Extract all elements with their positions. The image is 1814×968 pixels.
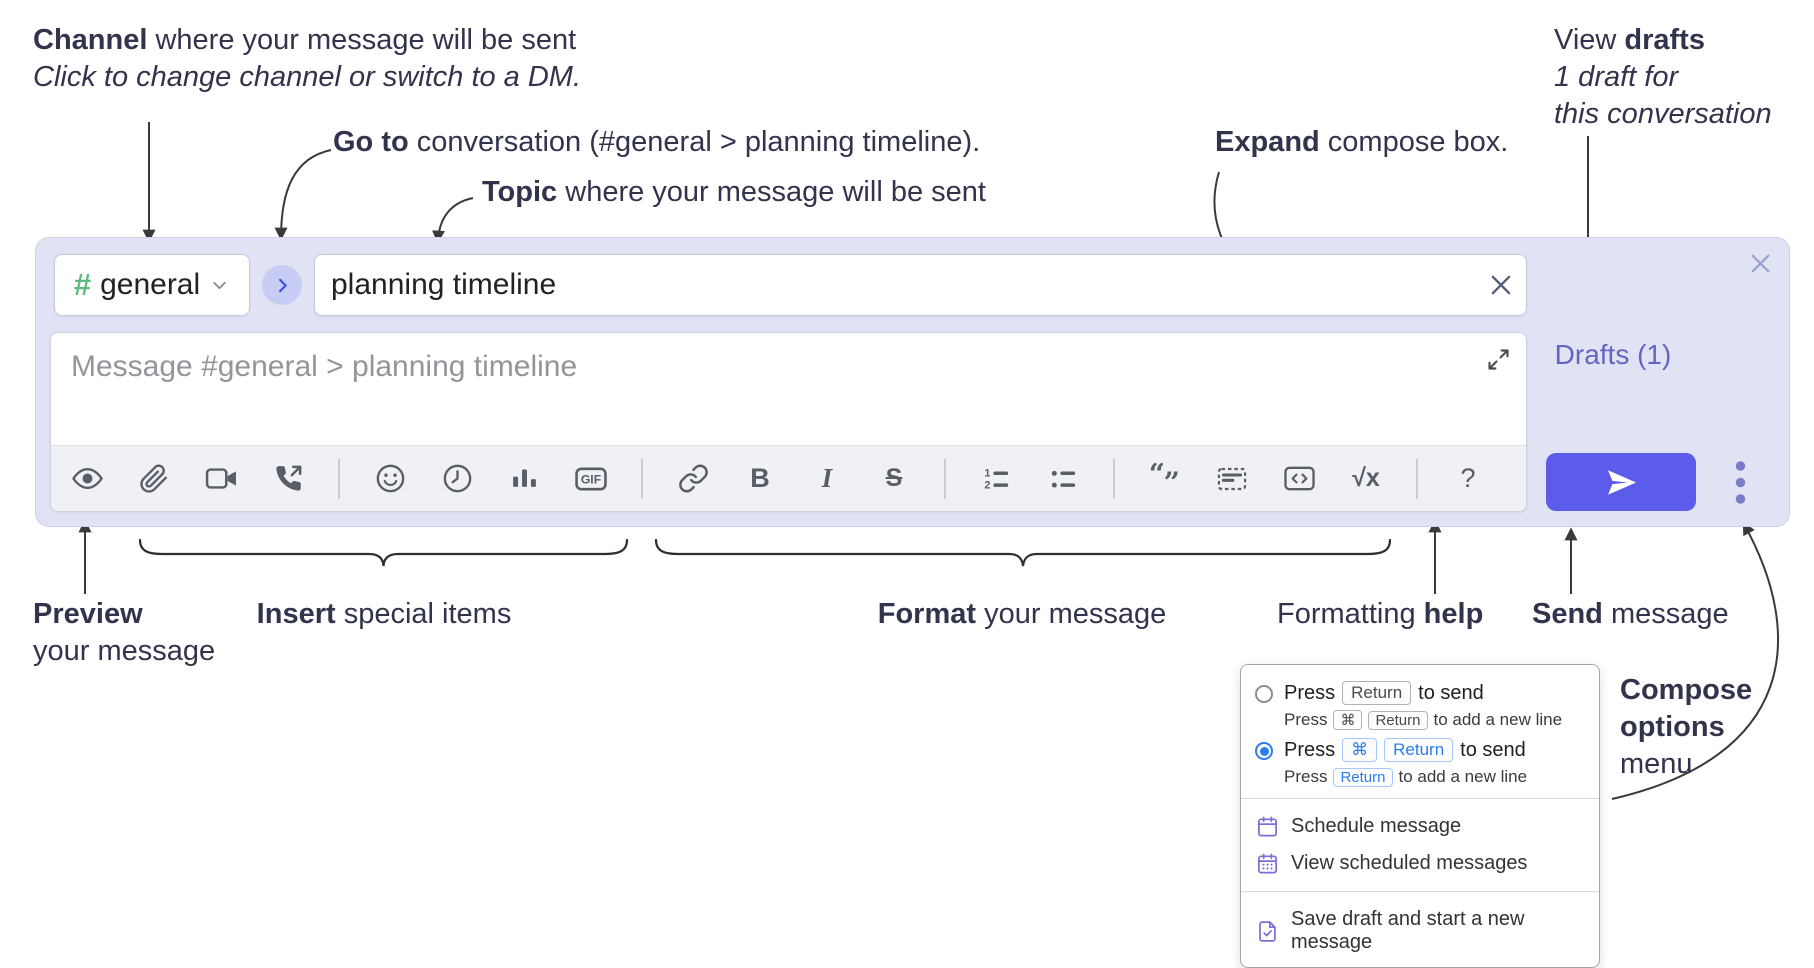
compose-options-annotation: Compose options menu	[1620, 674, 1753, 780]
kbd-return: Return	[1384, 738, 1454, 762]
preview-eye-icon[interactable]	[69, 461, 105, 497]
connector-goto	[274, 149, 332, 241]
view-drafts-annotation: View drafts 1 draft for this conversatio…	[1554, 24, 1772, 130]
view-scheduled-messages-item[interactable]: View scheduled messages	[1241, 845, 1599, 882]
help-icon[interactable]: ?	[1460, 463, 1476, 493]
radio-selected-icon[interactable]	[1255, 742, 1273, 760]
format-annotation: Format your message	[877, 598, 1167, 630]
kbd-cmd: ⌘	[1342, 738, 1378, 762]
close-compose-icon[interactable]	[1748, 251, 1773, 276]
expand-annotation: Expand compose box.	[1215, 126, 1509, 158]
toolbar-divider	[1416, 458, 1418, 499]
compose-options-menu-button[interactable]	[1712, 453, 1768, 511]
preview-annotation: Preview your message	[33, 598, 216, 667]
channel-name: general	[100, 268, 201, 301]
schedule-message-item[interactable]: Schedule message	[1241, 808, 1599, 845]
kbd-return: Return	[1333, 767, 1393, 787]
quote-icon[interactable]: “”	[1147, 461, 1183, 497]
connector-topic	[432, 197, 474, 244]
bulleted-list-icon[interactable]	[1045, 461, 1081, 497]
kbd-return: Return	[1368, 710, 1428, 730]
expand-compose-icon[interactable]	[1485, 346, 1512, 373]
svg-text:2: 2	[984, 480, 990, 492]
send-button[interactable]	[1546, 453, 1696, 511]
time-mention-icon[interactable]	[439, 461, 475, 497]
clear-topic-icon[interactable]	[1487, 271, 1515, 299]
spoiler-icon[interactable]	[1214, 461, 1250, 497]
enter-sends-option[interactable]: Press Return to send Press ⌘ Return to a…	[1241, 675, 1599, 732]
cmd-enter-sends-option[interactable]: Press ⌘ Return to send Press Return to a…	[1241, 732, 1599, 789]
topic-annotation: Topic where your message will be sent	[482, 176, 986, 208]
message-input[interactable]	[51, 333, 1411, 430]
toolbar-divider	[641, 458, 643, 499]
compose-top-row: # general	[54, 254, 1527, 316]
audio-call-icon[interactable]	[270, 461, 306, 497]
drafts-link[interactable]: Drafts (1)	[1554, 339, 1672, 370]
svg-text:1: 1	[984, 468, 990, 480]
menu-divider	[1241, 891, 1599, 892]
vertical-dots-icon	[1735, 460, 1746, 505]
channel-selector[interactable]: # general	[54, 254, 250, 316]
gif-icon[interactable]: GIF	[573, 461, 609, 497]
toolbar-divider	[338, 458, 340, 499]
svg-text:”: ”	[1164, 464, 1180, 495]
calendar-grid-icon	[1256, 852, 1279, 875]
formatting-help-annotation: Formatting help	[1277, 598, 1484, 630]
svg-text:GIF: GIF	[581, 472, 601, 486]
topic-input[interactable]	[314, 254, 1527, 316]
emoji-icon[interactable]	[372, 461, 408, 497]
svg-text:“: “	[1149, 462, 1165, 490]
send-plane-icon	[1605, 466, 1638, 499]
kbd-cmd: ⌘	[1333, 710, 1363, 730]
go-to-conversation-button[interactable]	[262, 265, 302, 305]
document-check-icon	[1256, 920, 1279, 943]
strikethrough-icon[interactable]: S	[885, 464, 903, 492]
code-icon[interactable]	[1281, 461, 1317, 497]
calendar-icon	[1256, 815, 1279, 838]
channel-hash-icon: #	[73, 267, 92, 302]
message-box: GIF B I S 12 “”	[50, 332, 1527, 512]
chevron-right-icon	[273, 276, 292, 295]
menu-divider	[1241, 798, 1599, 799]
brace-insert	[138, 538, 629, 567]
insert-annotation: Insert special items	[256, 598, 512, 630]
compose-box: # general	[35, 237, 1790, 527]
video-call-icon[interactable]	[203, 461, 239, 497]
channel-annotation: Channel where your message will be sent …	[33, 24, 582, 93]
bold-icon[interactable]: B	[750, 463, 770, 493]
toolbar-divider	[944, 458, 946, 499]
send-annotation: Send message	[1532, 598, 1729, 630]
goto-annotation: Go to conversation (#general > planning …	[333, 126, 981, 158]
compose-options-popup: Press Return to send Press ⌘ Return to a…	[1240, 664, 1600, 968]
radio-unselected-icon[interactable]	[1255, 685, 1273, 703]
link-icon[interactable]	[675, 461, 711, 497]
toolbar-divider	[1113, 458, 1115, 499]
brace-format	[654, 538, 1392, 567]
italic-icon[interactable]: I	[821, 463, 833, 493]
chevron-down-icon	[209, 275, 230, 296]
kbd-return: Return	[1342, 681, 1412, 705]
save-draft-item[interactable]: Save draft and start a new message	[1241, 901, 1599, 961]
math-icon[interactable]: √x	[1352, 464, 1380, 492]
attach-paperclip-icon[interactable]	[136, 461, 172, 497]
poll-icon[interactable]	[506, 461, 542, 497]
